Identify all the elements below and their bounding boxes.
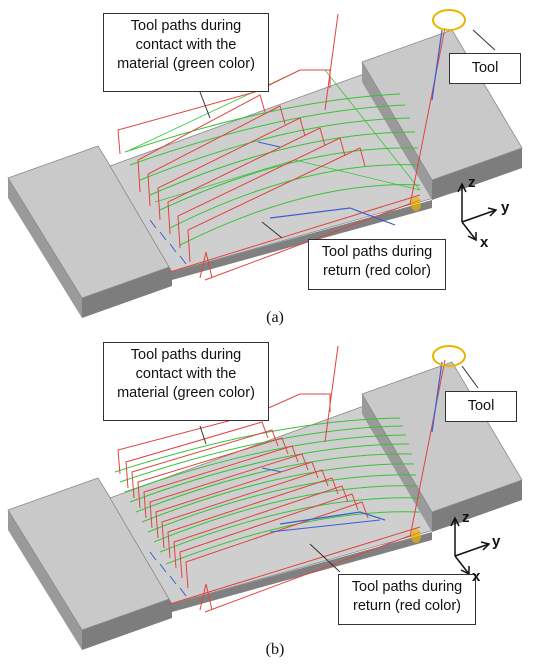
gauge-section-top [109,401,463,605]
tool-marker [432,345,466,367]
axis-triad-a [457,182,498,242]
axis-label-z: z [462,509,470,526]
leader-green-paths [199,91,211,119]
axis-label-x: x [480,234,489,251]
panel-a: Tool paths during contact with the mater… [7,9,523,326]
leader-green-paths [199,425,207,445]
tool-marker [432,9,466,31]
axis-triad-b [450,516,491,576]
callout-green-paths: Tool paths during contact with the mater… [103,13,269,92]
left-grip-front [82,266,172,318]
callout-green-paths: Tool paths during contact with the mater… [103,342,269,421]
right-grip-top [361,361,523,513]
axis-label-z: z [468,174,476,191]
left-grip-side [8,510,82,650]
right-grip-top [361,29,523,181]
caption-b: (b) [265,641,285,658]
left-grip-side [8,178,82,318]
axis-label-y: y [501,199,510,216]
leader-red-paths [309,543,341,573]
panel-b: Tool paths during contact with the mater… [0,332,550,664]
caption-a: (a) [266,309,284,326]
right-grip-side [362,62,432,200]
leader-red-paths [261,221,283,239]
callout-red-paths: Tool paths during return (red color) [338,574,476,625]
toolpath-diagram-b [7,345,523,650]
callout-red-paths: Tool paths during return (red color) [308,239,446,290]
left-grip-front [82,598,172,650]
callout-tool: Tool [445,391,517,422]
right-grip-front [432,148,522,200]
tool-paths-a [117,13,446,281]
leader-tool [461,365,479,389]
axis-label-x: x [472,568,481,585]
tool-paths-b [114,345,446,613]
toolpath-diagram-a [7,9,523,318]
axis-label-y: y [492,533,501,550]
callout-tool: Tool [449,53,521,84]
leader-tool [472,29,496,51]
